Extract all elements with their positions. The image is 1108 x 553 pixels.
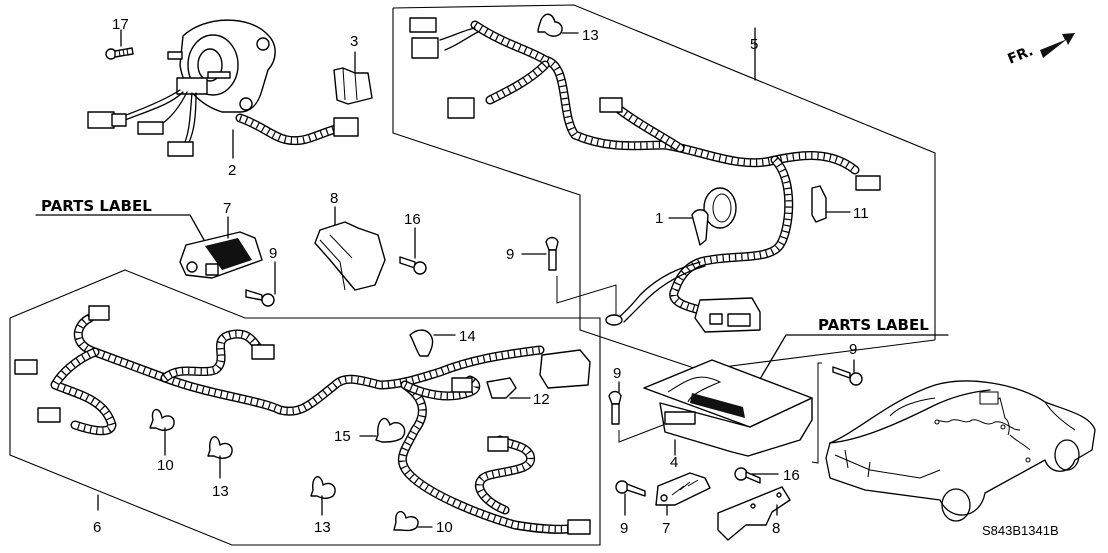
callout-6: 6 (93, 519, 101, 536)
fr-label: FR. (1006, 43, 1036, 68)
callout-10-bottom: 10 (436, 519, 453, 536)
callout-5: 5 (750, 36, 758, 53)
impact-sensor-7-bottom: 7 (655, 472, 711, 537)
callout-16-bottom: 16 (783, 467, 800, 484)
parts-label-right: PARTS LABEL (818, 316, 929, 334)
flange-bolt-9-bottom: 9 (615, 480, 646, 537)
callout-15: 15 (334, 428, 351, 445)
flange-bolt-9-right: 9 (811, 341, 863, 464)
callout-9-mid: 9 (506, 246, 514, 263)
callout-2: 2 (228, 162, 236, 179)
harness-clip-10-bottom: 10 (393, 511, 453, 536)
callout-8-top: 8 (330, 190, 338, 207)
callout-11: 11 (853, 205, 869, 222)
harness-clip-10-left: 10 (149, 408, 175, 474)
flange-bolt-9-unit: 9 (608, 365, 664, 443)
flange-bolt-9-mid: 9 (506, 236, 617, 316)
arrow-right-icon (1040, 33, 1075, 58)
callout-13-left: 13 (212, 483, 229, 500)
callout-13-bottom: 13 (314, 519, 331, 536)
callout-9-left: 9 (269, 245, 277, 262)
cable-reel-2: 2 (87, 19, 359, 179)
callout-8-bottom: 8 (772, 520, 780, 537)
vehicle-location-illustration (825, 380, 1096, 522)
callout-17: 17 (112, 16, 129, 33)
diagram-code: S843B1341B (982, 523, 1059, 538)
flange-bolt-16-bottom: 16 (734, 467, 800, 484)
cable-reel-bracket-3: 3 (333, 33, 373, 105)
callout-13-top: 13 (582, 27, 599, 44)
parts-label-left: PARTS LABEL (41, 197, 152, 215)
srs-main-harness-5: 5 (409, 17, 881, 333)
harness-clip-12: 12 (486, 377, 550, 408)
harness-clip-13-bottom: 13 (310, 476, 336, 536)
callout-9-right: 9 (849, 341, 857, 358)
front-direction-arrow: FR. (1006, 33, 1075, 68)
callout-7-top: 7 (223, 200, 231, 217)
flange-bolt-9-left: 9 (245, 245, 277, 307)
harness-clip-13-left: 13 (207, 436, 233, 500)
harness-clip-11: 11 (811, 185, 869, 223)
callout-16-top: 16 (404, 211, 421, 228)
harness-clip-14: 14 (409, 328, 476, 357)
srs-floor-harness-6: 6 (14, 305, 591, 536)
harness-clip-15: 15 (334, 417, 406, 445)
tapping-screw-17: 17 (105, 16, 134, 60)
callout-4: 4 (670, 454, 678, 471)
callout-1: 1 (655, 210, 663, 227)
callout-9-bottom: 9 (620, 520, 628, 537)
impact-sensor-7-top: 7 (179, 200, 263, 279)
callout-9-unit: 9 (613, 365, 621, 382)
callout-12: 12 (533, 391, 550, 408)
sensor-cover-8-bottom: 8 (717, 486, 791, 541)
callout-3: 3 (350, 33, 358, 50)
callout-14: 14 (459, 328, 476, 345)
harness-clip-13-top: 13 (537, 13, 599, 44)
sensor-cover-8-top: 8 (314, 190, 386, 291)
callout-10-left: 10 (157, 457, 174, 474)
callout-7-bottom: 7 (662, 520, 670, 537)
harness-clamp-1: 1 (655, 187, 737, 246)
flange-bolt-16-top: 16 (399, 211, 427, 275)
parts-label-callout-left: PARTS LABEL (35, 197, 209, 248)
group-outline-floor-harness (9, 269, 601, 546)
srs-control-unit-4: 4 (643, 359, 813, 471)
